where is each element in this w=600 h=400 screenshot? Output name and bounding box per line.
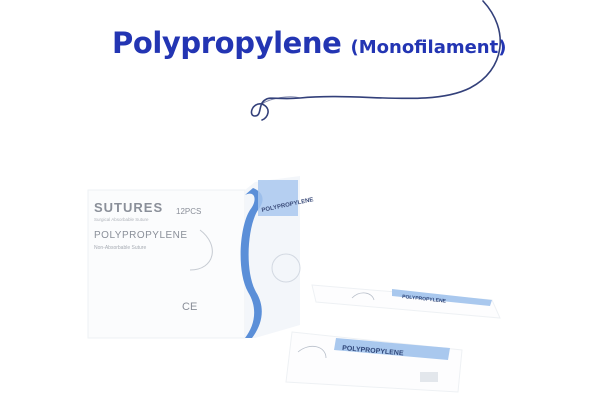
box-blue-cutout-edge [240, 188, 263, 338]
sachet-needle-icon [297, 345, 327, 359]
suture-box: SUTURES Surgical Absorbable Suture POLYP… [87, 176, 314, 339]
sachet-barcode [420, 372, 438, 382]
sachet-label-band [392, 289, 492, 306]
box-needle-arc [189, 229, 213, 271]
sachet-body [285, 331, 463, 393]
suture-thread-loop [261, 96, 301, 105]
sachet-label: POLYPROPYLENE [402, 294, 447, 305]
box-side-blue-strip [258, 180, 298, 216]
headline-subtitle: (Monofilament) [350, 37, 507, 58]
box-brand-tagline: Surgical Absorbable Suture [94, 217, 149, 222]
suture-sachet: POLYPROPYLENE [311, 284, 501, 319]
headline-title: Polypropylene [112, 26, 342, 60]
box-product-note: Non-Absorbable Suture [94, 245, 146, 251]
sachet-label-band [334, 338, 450, 360]
product-headline: Polypropylene (Monofilament) [112, 26, 506, 60]
sachet-needle-icon [351, 292, 375, 301]
box-ce-mark: CE [182, 301, 197, 313]
box-brand: SUTURES [94, 200, 163, 215]
box-product-name: POLYPROPYLENE [94, 230, 188, 241]
box-count: 12PCS [176, 207, 201, 216]
box-window-circle [271, 253, 301, 283]
suture-sachet: POLYPROPYLENE [285, 331, 463, 393]
suture-thread [250, 0, 501, 121]
